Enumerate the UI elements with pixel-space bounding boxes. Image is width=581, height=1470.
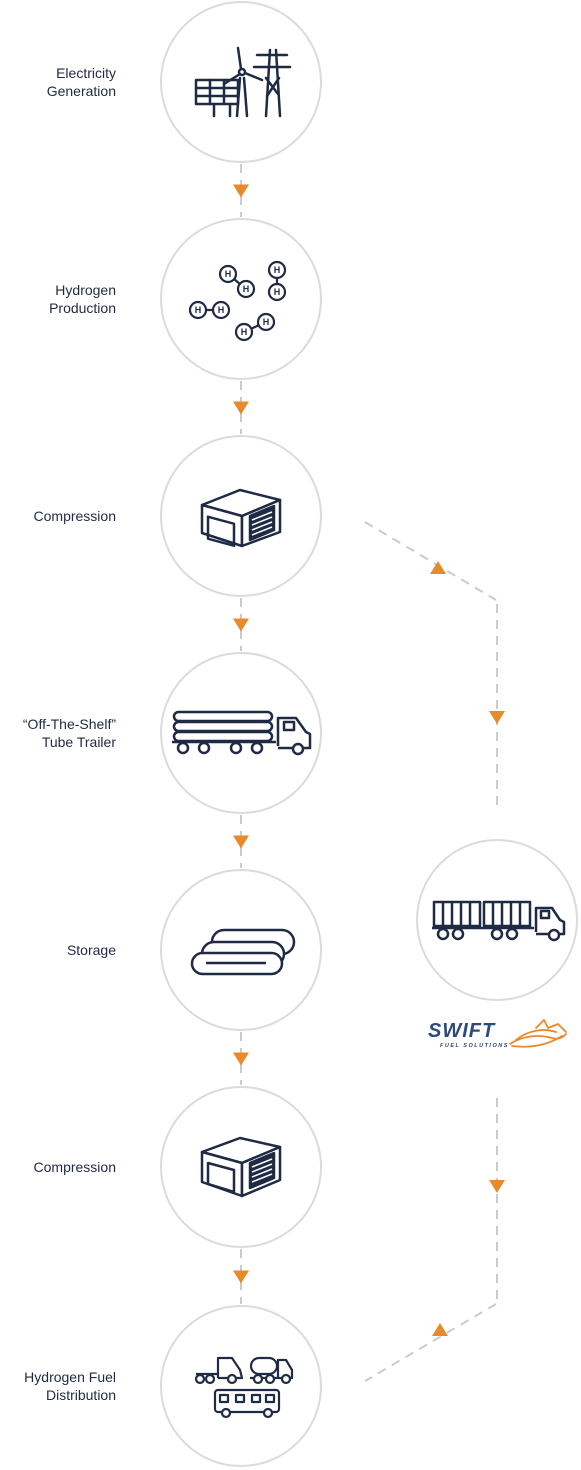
alternative-circle bbox=[416, 839, 578, 1001]
step-label-line: Storage bbox=[66, 942, 116, 958]
step-label-line: Generation bbox=[46, 83, 116, 99]
step-label-line: Distribution bbox=[45, 1387, 116, 1403]
fox-logo-icon bbox=[509, 1019, 567, 1048]
step-label-4: “Off-The-Shelf” Tube Trailer bbox=[0, 715, 116, 751]
svg-text:H: H bbox=[225, 269, 232, 279]
step-circles bbox=[160, 1, 578, 1467]
fuel-distribution-vehicles-icon bbox=[194, 1356, 294, 1419]
return-connector-in bbox=[364, 1303, 497, 1382]
step-label-line: Production bbox=[49, 300, 116, 316]
step-label-line: Compression bbox=[33, 508, 116, 524]
wind-solar-icon bbox=[194, 46, 292, 118]
return-arrow-up bbox=[432, 1323, 448, 1336]
connectors bbox=[233, 164, 505, 1382]
step-circle-7 bbox=[160, 1305, 322, 1467]
storage-tanks-icon bbox=[190, 928, 296, 976]
svg-text:H: H bbox=[243, 284, 250, 294]
arrow-down-2 bbox=[233, 401, 249, 415]
step-label-line: “Off-The-Shelf” bbox=[22, 716, 116, 732]
arrow-down-3 bbox=[233, 618, 249, 632]
step-label-5: Storage bbox=[0, 941, 116, 959]
svg-text:H: H bbox=[274, 287, 281, 297]
svg-text:H: H bbox=[274, 265, 281, 275]
step-label-line: Compression bbox=[33, 1159, 116, 1175]
arrow-down-1 bbox=[233, 184, 249, 198]
branch-arrow-down-2 bbox=[489, 1180, 505, 1193]
step-circle-1 bbox=[160, 1, 322, 163]
step-label-line: Hydrogen Fuel bbox=[24, 1369, 116, 1385]
tube-trailer-icon bbox=[172, 710, 312, 756]
branch-connector-out bbox=[364, 521, 497, 601]
step-label-3: Compression bbox=[0, 507, 116, 525]
brand-name: SWIFT bbox=[428, 1020, 496, 1042]
svg-text:H: H bbox=[263, 317, 270, 327]
swift-brand: SWIFT FUEL SOLUTIONS bbox=[428, 1018, 573, 1054]
compressor-building-icon bbox=[200, 1136, 282, 1198]
step-label-6: Compression bbox=[0, 1158, 116, 1176]
arrow-down-6 bbox=[233, 1270, 249, 1284]
brand-subtitle: FUEL SOLUTIONS bbox=[440, 1043, 509, 1049]
svg-text:H: H bbox=[241, 327, 248, 337]
arrow-down-5 bbox=[233, 1052, 249, 1066]
branch-arrow-down-1 bbox=[489, 711, 505, 724]
step-label-line: Hydrogen bbox=[55, 282, 116, 298]
hydrogen-molecules-icon: H H H H H H H H bbox=[188, 260, 287, 342]
svg-text:H: H bbox=[218, 305, 225, 315]
arrow-down-4 bbox=[233, 835, 249, 849]
branch-arrow-up bbox=[430, 561, 446, 574]
svg-text:H: H bbox=[195, 305, 202, 315]
compressor-building-icon bbox=[200, 488, 282, 548]
step-label-line: Electricity bbox=[56, 65, 116, 81]
step-circle-2 bbox=[160, 218, 322, 380]
container-trailer-icon bbox=[432, 900, 566, 942]
step-label-line: Tube Trailer bbox=[41, 734, 116, 750]
